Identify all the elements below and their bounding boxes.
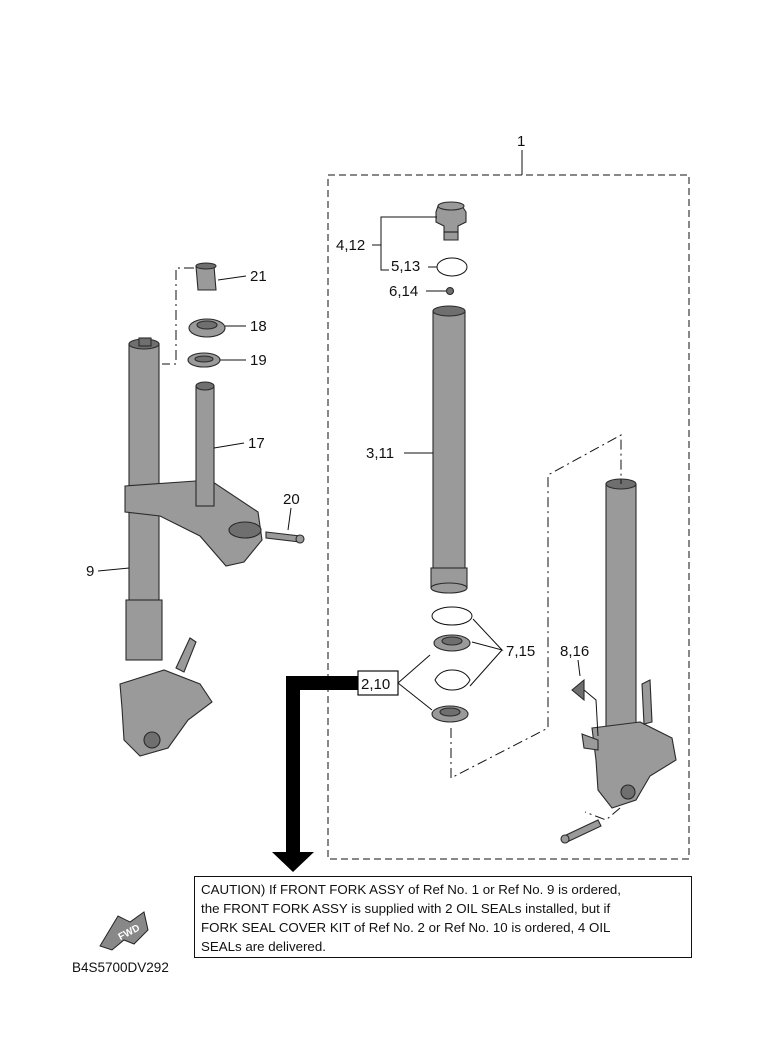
part-pinch-bolt[interactable] xyxy=(265,531,305,544)
part-under-bracket[interactable] xyxy=(124,479,263,567)
fwd-arrow-icon: FWD xyxy=(99,911,149,951)
callout-20[interactable]: 20 xyxy=(283,491,300,508)
part-fork-leg-right[interactable] xyxy=(581,478,677,809)
callout-2-10[interactable]: 2,10 xyxy=(361,676,390,693)
part-small-ball[interactable] xyxy=(445,286,455,296)
part-oil-seal[interactable] xyxy=(431,705,469,723)
caution-line-2: the FRONT FORK ASSY is supplied with 2 O… xyxy=(201,901,611,916)
part-steering-stem[interactable] xyxy=(195,381,215,507)
callout-21[interactable]: 21 xyxy=(250,268,267,285)
pointer-arrow-icon xyxy=(272,676,358,872)
callout-19[interactable]: 19 xyxy=(250,352,267,369)
part-outer-tube[interactable] xyxy=(430,305,468,594)
part-stopper-ring[interactable] xyxy=(434,669,471,691)
part-cap-bolt[interactable] xyxy=(435,201,467,241)
part-fork-leg-left[interactable] xyxy=(119,337,213,757)
caution-line-3: FORK SEAL COVER KIT of Ref No. 2 or Ref … xyxy=(201,920,611,935)
part-axle-bolt[interactable] xyxy=(560,819,602,844)
callout-5-13[interactable]: 5,13 xyxy=(391,258,420,275)
callout-9[interactable]: 9 xyxy=(86,563,94,580)
callout-18[interactable]: 18 xyxy=(250,318,267,335)
part-seal-cover[interactable] xyxy=(195,262,217,291)
assy-1-dashed-boundary xyxy=(327,174,690,860)
part-air-valve[interactable] xyxy=(571,678,585,702)
callout-2-10-box xyxy=(357,670,399,696)
part-o-ring[interactable] xyxy=(436,257,468,277)
callout-4-12[interactable]: 4,12 xyxy=(336,237,365,254)
caution-line-1: CAUTION) If FRONT FORK ASSY of Ref No. 1… xyxy=(201,882,621,897)
callout-7-15[interactable]: 7,15 xyxy=(506,643,535,660)
callout-3-11[interactable]: 3,11 xyxy=(366,445,394,462)
part-dust-seal[interactable] xyxy=(431,606,473,652)
callout-8-16[interactable]: 8,16 xyxy=(560,643,589,660)
caution-line-4: SEALs are delivered. xyxy=(201,939,326,954)
callout-1[interactable]: 1 xyxy=(517,133,525,150)
caution-note: CAUTION) If FRONT FORK ASSY of Ref No. 1… xyxy=(194,876,692,958)
diagram-code: B4S5700DV292 xyxy=(72,960,169,975)
callout-6-14[interactable]: 6,14 xyxy=(389,283,418,300)
callout-17[interactable]: 17 xyxy=(248,435,265,452)
